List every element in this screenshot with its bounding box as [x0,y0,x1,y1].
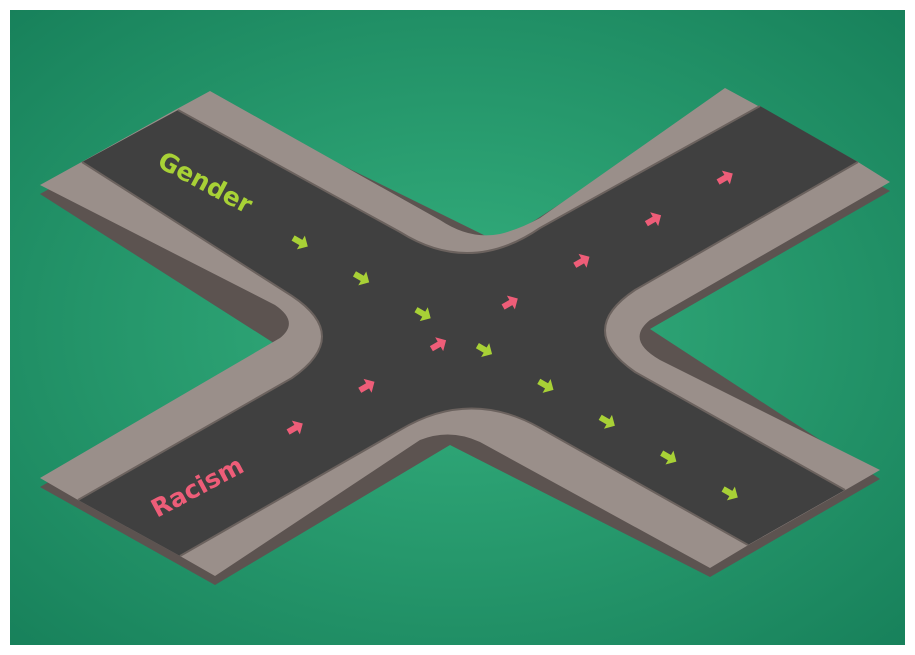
intersection-illustration: Gender Racism [0,0,915,655]
